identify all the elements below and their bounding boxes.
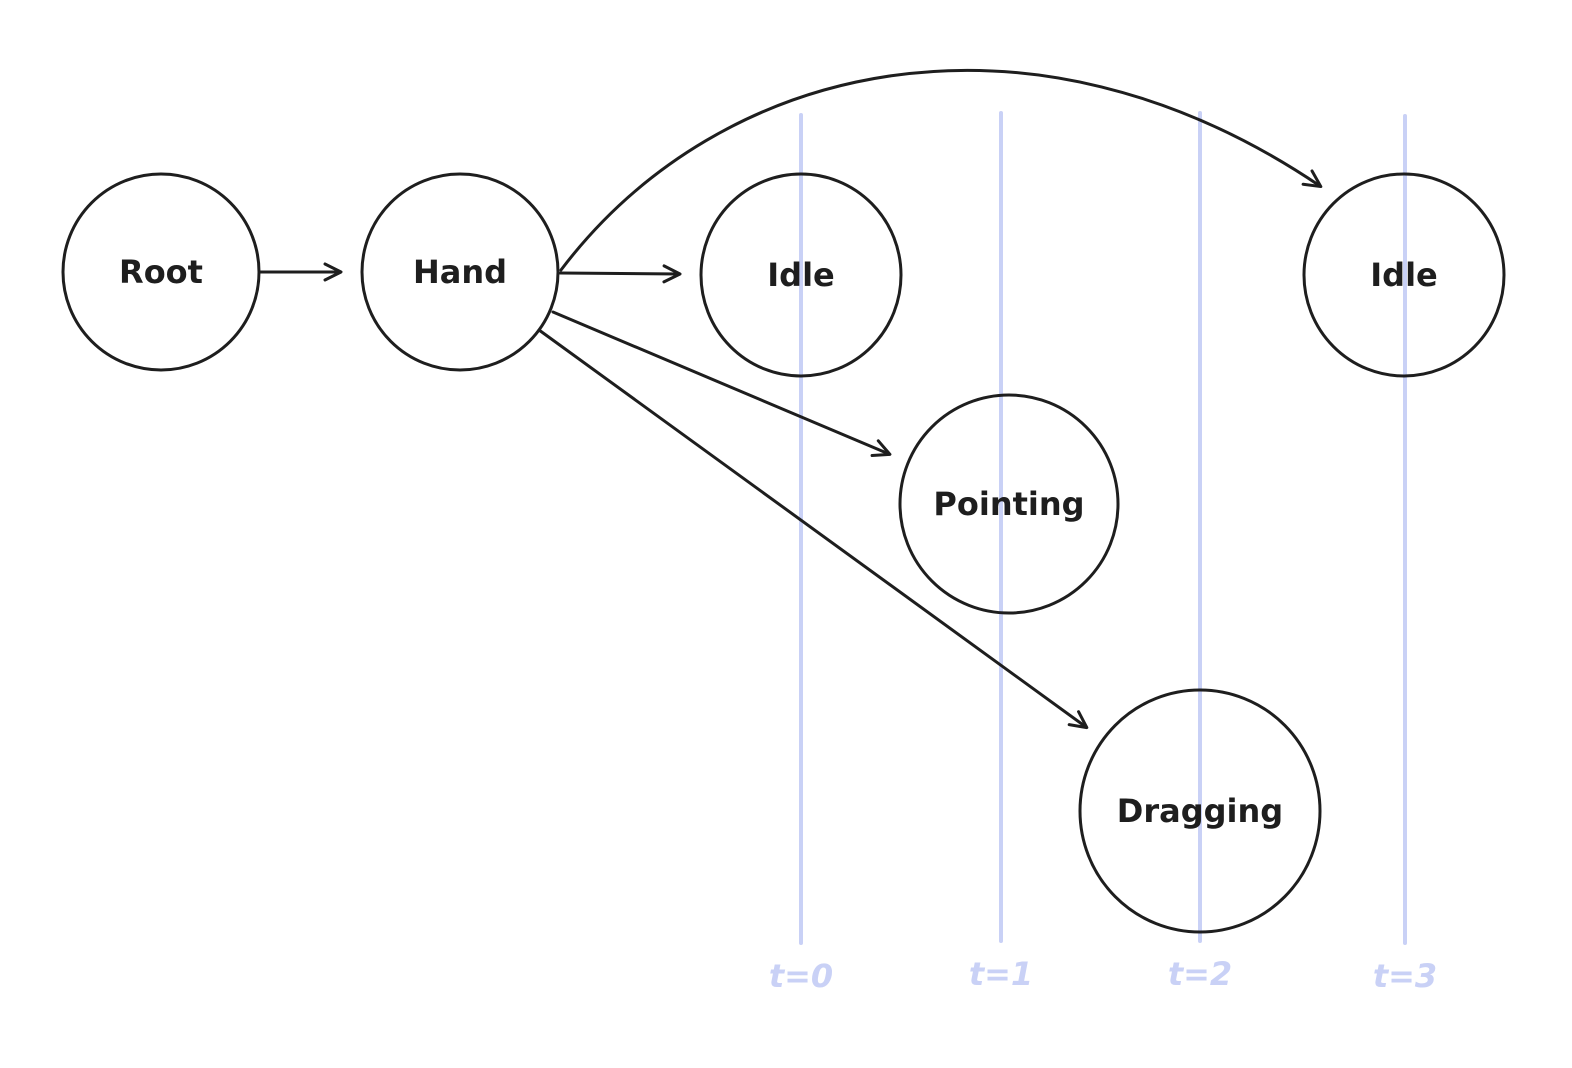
timeline-label-t1: t=1	[969, 955, 1033, 993]
node-idle-2-label: Idle	[1370, 256, 1437, 294]
node-hand-label: Hand	[413, 253, 507, 291]
timeline-label-t3: t=3	[1373, 957, 1437, 995]
edge-hand-to-idle-2	[559, 68, 1323, 272]
node-dragging-circle	[1078, 688, 1322, 934]
timeline-label-t0: t=0	[769, 957, 833, 995]
edge-hand-to-dragging	[537, 328, 1089, 730]
edge-hand-to-idle-1	[558, 264, 682, 284]
node-dragging-label: Dragging	[1117, 792, 1283, 830]
edge-hand-to-pointing	[551, 310, 892, 458]
node-hand-circle	[360, 172, 560, 372]
edges	[258, 68, 1323, 730]
node-pointing-label: Pointing	[933, 485, 1084, 523]
node-hand: Hand	[360, 172, 560, 372]
timeline-label-t2: t=2	[1168, 955, 1232, 993]
node-root-circle	[61, 172, 261, 372]
node-root: Root	[61, 172, 261, 372]
timeline: t=0 t=1 t=2 t=3	[769, 111, 1437, 995]
node-idle-2-circle	[1302, 172, 1506, 378]
node-pointing-circle	[898, 393, 1120, 615]
node-idle-1: Idle	[699, 172, 903, 378]
node-idle-2: Idle	[1302, 172, 1506, 378]
node-pointing: Pointing	[898, 393, 1120, 615]
node-idle-1-label: Idle	[767, 256, 834, 294]
node-idle-1-circle	[699, 172, 903, 378]
node-dragging: Dragging	[1078, 688, 1322, 934]
node-root-label: Root	[119, 253, 203, 291]
